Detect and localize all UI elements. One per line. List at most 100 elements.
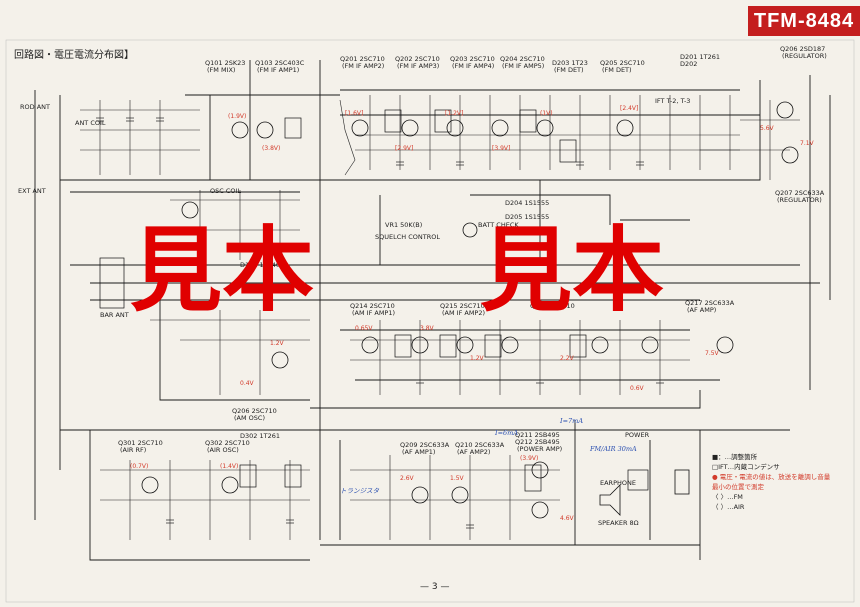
label-q209-func: (AF AMP1) <box>402 448 436 456</box>
model-name-tag: TFM-8484 <box>748 6 860 36</box>
legend-voltage-note-2: 最小の位置で測定 <box>712 483 764 491</box>
svg-text:[2.9V]: [2.9V] <box>395 145 413 152</box>
legend-voltage-note: ● 電圧・電流の値は、放送を離調し音量 <box>712 473 831 481</box>
label-d205: D205 1S1555 <box>505 213 550 221</box>
legend-air: （ ）…AIR <box>712 503 745 511</box>
label-squelch: SQUELCH CONTROL <box>375 233 440 241</box>
svg-text:2.6V: 2.6V <box>400 475 415 482</box>
svg-text:(1V): (1V) <box>540 110 553 117</box>
label-q216: Q216 2SC710 <box>530 302 575 310</box>
svg-text:[1.6V]: [1.6V] <box>345 110 363 117</box>
label-ant-coil: ANT COIL <box>75 119 106 127</box>
legend: ■：…調整箇所 □IFT…内蔵コンデンサ ● 電圧・電流の値は、放送を離調し音量… <box>712 452 830 512</box>
diagram-title: 回路図・電圧電流分布図】 <box>14 50 134 61</box>
legend-fm: 〈 〉…FM <box>712 493 743 501</box>
label-d202: D202 <box>680 60 698 68</box>
label-vr1: VR1 50K(B) <box>385 221 423 229</box>
label-d302: D302 1T261 <box>240 432 280 440</box>
page-number: — 3 — <box>420 582 450 592</box>
label-speaker: SPEAKER 8Ω <box>598 519 639 527</box>
label-q103-func: (FM IF AMP1) <box>257 66 300 74</box>
label-q211: Q211 2SB495 <box>515 431 560 439</box>
label-q210-func: (AF AMP2) <box>457 448 491 456</box>
note-current-b: I=7mA <box>560 417 584 425</box>
label-q214: Q214 2SC710 <box>350 302 395 310</box>
label-q205-func: (FM DET) <box>602 66 632 74</box>
svg-text:(3.8V): (3.8V) <box>262 145 280 152</box>
svg-text:(0.7V): (0.7V) <box>130 463 148 470</box>
label-d101: D101 1T240 <box>240 261 280 269</box>
svg-text:4.6V: 4.6V <box>560 515 575 522</box>
label-q207-func: (REGULATOR) <box>777 196 822 204</box>
label-q214-func: (AM IF AMP1) <box>352 309 396 317</box>
label-q301: Q301 2SC710 <box>118 439 163 447</box>
svg-text:[2.4V]: [2.4V] <box>620 105 638 112</box>
svg-text:[3.9V]: [3.9V] <box>492 145 510 152</box>
label-d201: D201 1T261 <box>680 53 720 61</box>
label-q215: Q215 2SC710 <box>440 302 485 310</box>
svg-text:2.2V: 2.2V <box>560 355 575 362</box>
label-d203: D203 1T23 <box>552 59 588 67</box>
label-q217: Q217 2SC633A <box>685 299 735 307</box>
label-q301-func: (AIR RF) <box>120 446 147 454</box>
svg-text:3.8V: 3.8V <box>420 325 435 332</box>
label-q101: Q101 2SK23 <box>205 59 246 67</box>
label-q202: Q202 2SC710 <box>395 55 440 63</box>
label-q207: Q207 2SC633A <box>775 189 825 197</box>
label-power: POWER <box>625 431 650 439</box>
label-ift: IFT T-2, T-3 <box>655 97 691 105</box>
label-q205: Q205 2SC710 <box>600 59 645 67</box>
svg-text:5.6V: 5.6V <box>760 125 775 132</box>
svg-text:1.2V: 1.2V <box>470 355 485 362</box>
note-current-a: I=6mA <box>495 429 519 437</box>
svg-text:(1.4V): (1.4V) <box>220 463 238 470</box>
label-osc-coil: OSC COIL <box>210 187 242 195</box>
label-q201: Q201 2SC710 <box>340 55 385 63</box>
label-q204-func: (FM IF AMP5) <box>502 62 545 70</box>
label-d204: D204 1S1555 <box>505 199 550 207</box>
svg-text:(3.9V): (3.9V) <box>520 455 538 462</box>
label-q203-func: (FM IF AMP4) <box>452 62 495 70</box>
svg-text:7.1V: 7.1V <box>800 140 815 147</box>
label-q210: Q210 2SC633A <box>455 441 505 449</box>
note-transistor: トランジスタ <box>340 487 379 495</box>
label-rod-ant: ROD ANT <box>20 103 50 111</box>
svg-text:7.5V: 7.5V <box>705 350 720 357</box>
label-q215-func: (AM IF AMP2) <box>442 309 486 317</box>
label-q206: Q206 2SD187 <box>780 45 826 53</box>
svg-text:[1.2V]: [1.2V] <box>445 110 463 117</box>
label-bar-ant: BAR ANT <box>100 311 129 319</box>
svg-text:0.65V: 0.65V <box>355 325 373 332</box>
label-q206-am-func: (AM OSC) <box>234 414 265 422</box>
label-earphone: EARPHONE <box>600 479 636 487</box>
label-q103: Q103 2SC403C <box>255 59 305 67</box>
label-q206-func: (REGULATOR) <box>782 52 827 60</box>
svg-text:1.5V: 1.5V <box>450 475 465 482</box>
svg-text:(1.9V): (1.9V) <box>228 113 246 120</box>
label-q209: Q209 2SC633A <box>400 441 450 449</box>
label-q101-func: (FM MIX) <box>207 66 236 74</box>
watermark-sample-left: 見本 <box>130 217 315 324</box>
label-q212: Q212 2SB495 <box>515 438 560 446</box>
legend-adjust: ■：…調整箇所 <box>712 453 758 461</box>
svg-text:0.6V: 0.6V <box>630 385 645 392</box>
label-q201-func: (FM IF AMP2) <box>342 62 385 70</box>
label-q203: Q203 2SC710 <box>450 55 495 63</box>
label-d203-func: (FM DET) <box>554 66 584 74</box>
svg-text:0.4V: 0.4V <box>240 380 255 387</box>
label-q204: Q204 2SC710 <box>500 55 545 63</box>
label-q212-func: (POWER AMP) <box>517 445 563 453</box>
label-ext-ant: EXT ANT <box>18 187 46 195</box>
note-current: FM/AIR 30mA <box>590 445 637 453</box>
watermark-sample-right: 見本 <box>480 217 665 324</box>
label-q217-func: (AF AMP) <box>687 306 717 314</box>
legend-ift: □IFT…内蔵コンデンサ <box>712 463 780 471</box>
label-q202-func: (FM IF AMP3) <box>397 62 440 70</box>
label-q302-func: (AIR OSC) <box>207 446 239 454</box>
svg-text:1.2V: 1.2V <box>270 340 285 347</box>
label-batt-check: BATT CHECK <box>478 221 519 229</box>
label-q206-am: Q206 2SC710 <box>232 407 277 415</box>
label-q302: Q302 2SC710 <box>205 439 250 447</box>
